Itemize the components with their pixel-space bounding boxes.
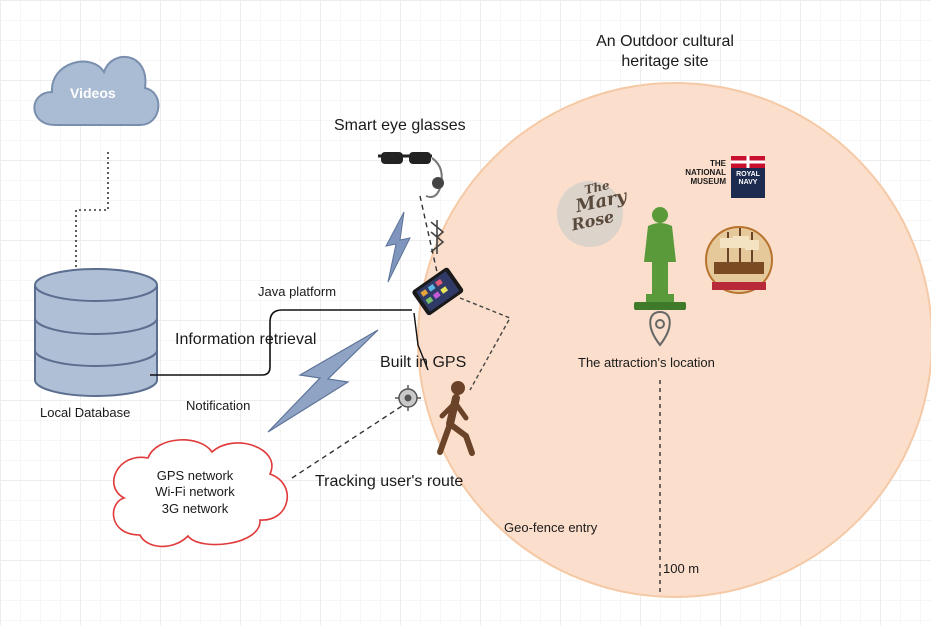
database-icon (34, 268, 158, 397)
videos-to-database-connector (75, 152, 109, 270)
database-label: Local Database (40, 405, 131, 420)
walking-person-icon (437, 381, 475, 456)
royal-navy-logo (731, 156, 765, 198)
glasses-to-tablet-connector (419, 195, 438, 273)
tablet-to-user-connector (459, 297, 511, 391)
network-line-wifi: Wi-Fi network (155, 484, 235, 500)
information-retrieval-line (150, 309, 412, 376)
information-retrieval-label: Information retrieval (175, 331, 317, 348)
network-cloud-shape (112, 439, 289, 548)
museum-logo-line-1: THE (710, 159, 726, 168)
navy-logo-line-2: NAVY (738, 179, 758, 187)
tracking-connector (291, 405, 403, 479)
glasses-signal-lightning-icon (385, 211, 411, 283)
site-title: An Outdoor cultural heritage site (570, 32, 760, 72)
site-title-line1: An Outdoor cultural (596, 33, 734, 50)
notification-lightning-icon (267, 329, 379, 433)
tracking-label: Tracking user's route (315, 473, 464, 490)
smart-glasses-icon (378, 152, 444, 198)
tablet-device-icon (412, 267, 464, 316)
built-in-gps-label: Built in GPS (380, 354, 467, 371)
notification-label: Notification (186, 398, 251, 413)
bluetooth-icon (430, 220, 445, 254)
location-pin-icon (649, 310, 671, 347)
tablet-to-gps-line (413, 312, 429, 371)
network-line-gps: GPS network (156, 468, 234, 483)
radius-label: 100 m (663, 561, 700, 576)
museum-logo-line-2: NATIONAL (685, 167, 726, 177)
attraction-statue-icon (634, 207, 686, 310)
mary-rose-logo (557, 181, 623, 247)
network-line-3g: 3G network (161, 500, 229, 516)
site-title-line2: heritage site (621, 53, 709, 70)
navy-logo-line-1: ROYAL (736, 171, 760, 178)
attraction-location-label: The attraction's location (578, 355, 715, 370)
geofence-entry-label: Geo-fence entry (504, 520, 598, 535)
java-platform-label: Java platform (258, 284, 337, 299)
ship-badge-icon (705, 226, 773, 294)
gps-target-icon (395, 385, 421, 411)
glasses-label: Smart eye glasses (334, 117, 466, 134)
network-cloud-label: GPS network Wi-Fi network 3G network (130, 468, 260, 517)
videos-cloud-shape (33, 55, 160, 126)
museum-logo-line-3: MUSEUM (690, 176, 726, 186)
national-museum-logo: THE NATIONAL MUSEUM (666, 159, 726, 186)
videos-cloud-label: Videos (70, 85, 116, 101)
royal-navy-lettering: ROYAL NAVY (731, 171, 765, 187)
